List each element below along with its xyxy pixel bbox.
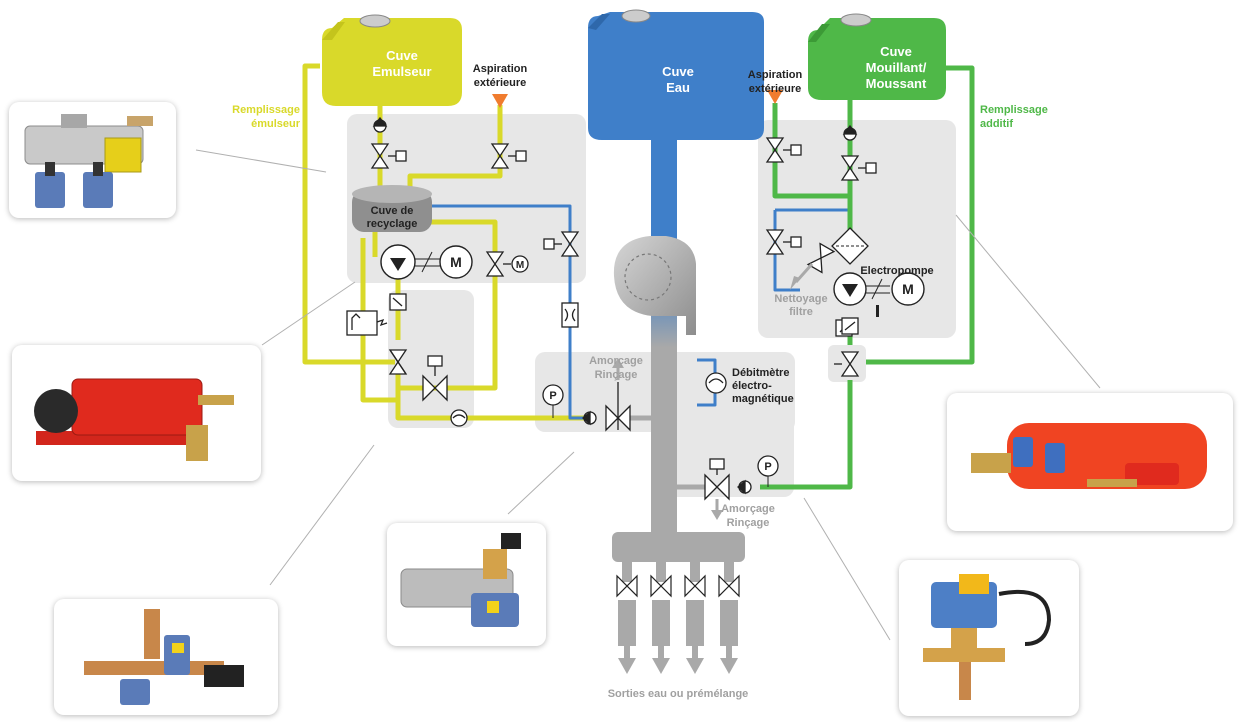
aspiration-left-label-1: Aspiration — [473, 63, 528, 75]
distribution-manifold — [612, 532, 745, 674]
module-center-bottom — [662, 415, 794, 497]
module-additif — [758, 120, 956, 338]
aspiration-right-label-2: extérieure — [749, 83, 802, 95]
diagram-labels: Aspiration extérieure Aspiration extérie… — [232, 63, 1048, 700]
pump-electropompe: M — [833, 272, 925, 317]
tank-eau-label-2: Eau — [666, 80, 690, 95]
aspiration-right-label-1: Aspiration — [748, 69, 803, 81]
photo-red-pump — [12, 345, 261, 481]
pump-emulseur: M — [380, 244, 473, 280]
photo-emulseur-manifold — [9, 102, 176, 218]
suction-inlet-left-icon — [492, 94, 508, 108]
solenoid-valves: M — [346, 137, 877, 501]
leader-lines — [195, 149, 1101, 641]
aspiration-left-label-2: extérieure — [474, 77, 527, 89]
debitmetre-label-1: Débitmètre — [732, 367, 789, 379]
check-valve-center-icon — [582, 410, 597, 426]
photo-red-additive-module — [947, 393, 1233, 531]
svg-text:P: P — [764, 461, 771, 473]
amorcage-top-label-1: Amorçage — [589, 355, 643, 367]
tank-emulseur-label-2: Emulseur — [372, 64, 431, 79]
valve-emulseur-top-icon — [370, 143, 407, 169]
water-main-pipe-lower — [651, 395, 677, 535]
amorcage-bottom-label-1: Amorçage — [721, 503, 775, 515]
valve-aspiration-left-icon — [490, 143, 527, 169]
flow-restrictor-icon — [561, 302, 579, 328]
suction-inlet-right-icon — [767, 90, 783, 104]
tank-mouillant-label-2: Mouillant/ — [866, 60, 927, 75]
electropompe-valve-icon — [841, 317, 859, 335]
main-centrifugal-pump — [613, 236, 696, 335]
tank-eau: Cuve Eau — [588, 9, 764, 140]
pressure-gauge-center-icon: P — [542, 384, 564, 418]
valve-three-way-emulseur-icon — [388, 349, 408, 375]
pressure-gauge-relief-icon — [346, 310, 388, 336]
motor-electropompe-label: M — [902, 281, 914, 297]
valve-additif-top-icon — [840, 155, 877, 181]
valve-additif-blue-icon — [765, 229, 802, 255]
electropompe-label: Electropompe — [860, 265, 933, 277]
remplissage-additif-label-2: additif — [980, 118, 1013, 130]
tank-emulseur-label-1: Cuve — [386, 48, 418, 63]
svg-text:M: M — [516, 260, 524, 271]
valve-recycle-blue-icon — [543, 231, 580, 257]
valve-emulseur-mid-icon: M — [485, 251, 529, 277]
amorcage-top-label-2: Rinçage — [595, 369, 638, 381]
recyclage-label-2: recyclage — [367, 218, 418, 230]
tank-mouillant-label-1: Cuve — [880, 44, 912, 59]
remplissage-emulseur-label-2: émulseur — [251, 118, 301, 130]
pressure-relief-emulseur-icon — [389, 293, 407, 311]
valve-bypass-emulseur-icon — [422, 355, 448, 402]
remplissage-additif-label-1: Remplissage — [980, 104, 1048, 116]
pressure-gauge-bottom-icon: P — [757, 455, 779, 487]
nettoyage-label-1: Nettoyage — [774, 293, 827, 305]
check-valves — [372, 116, 858, 495]
flowmeter-emulseur-icon — [450, 409, 468, 427]
photo-center-valve — [387, 523, 546, 646]
motor-emulseur-label: M — [450, 254, 462, 270]
additif-pipes — [760, 65, 975, 490]
photo-single-valve — [899, 560, 1079, 716]
nettoyage-label-2: filtre — [789, 306, 813, 318]
cuve-recyclage: Cuve de recyclage — [352, 185, 432, 232]
valve-nettoyage-icon — [806, 242, 836, 274]
debitmetre-label-3: magnétique — [732, 393, 794, 405]
photo-valve-assembly-left — [54, 599, 278, 715]
tank-mouillant: Cuve Mouillant/ Moussant — [808, 13, 946, 100]
tank-mouillant-label-3: Moussant — [866, 76, 927, 91]
flowmeter-electromagnetic-icon — [705, 372, 727, 394]
drain-arrows — [612, 263, 814, 520]
tank-emulseur: Cuve Emulseur — [322, 14, 462, 106]
filter-icon — [831, 227, 869, 265]
check-valve-emulseur-icon — [372, 116, 388, 133]
check-valve-additif-icon — [842, 124, 858, 141]
recyclage-label-1: Cuve de — [371, 205, 414, 217]
sorties-label: Sorties eau ou prémélange — [608, 688, 749, 700]
debitmetre-label-2: électro- — [732, 380, 772, 392]
amorcage-bottom-label-2: Rinçage — [727, 517, 770, 529]
check-valve-bottom-icon — [737, 479, 752, 495]
valve-injection-icon — [605, 382, 631, 432]
valve-rincage-bottom-icon — [704, 458, 730, 501]
remplissage-emulseur-label-1: Remplissage — [232, 104, 300, 116]
pressure-gauges: P P — [542, 384, 779, 487]
flow-meters — [450, 372, 727, 427]
valve-aspiration-right-icon — [765, 137, 802, 163]
tank-eau-label-1: Cuve — [662, 64, 694, 79]
svg-text:P: P — [549, 390, 556, 402]
